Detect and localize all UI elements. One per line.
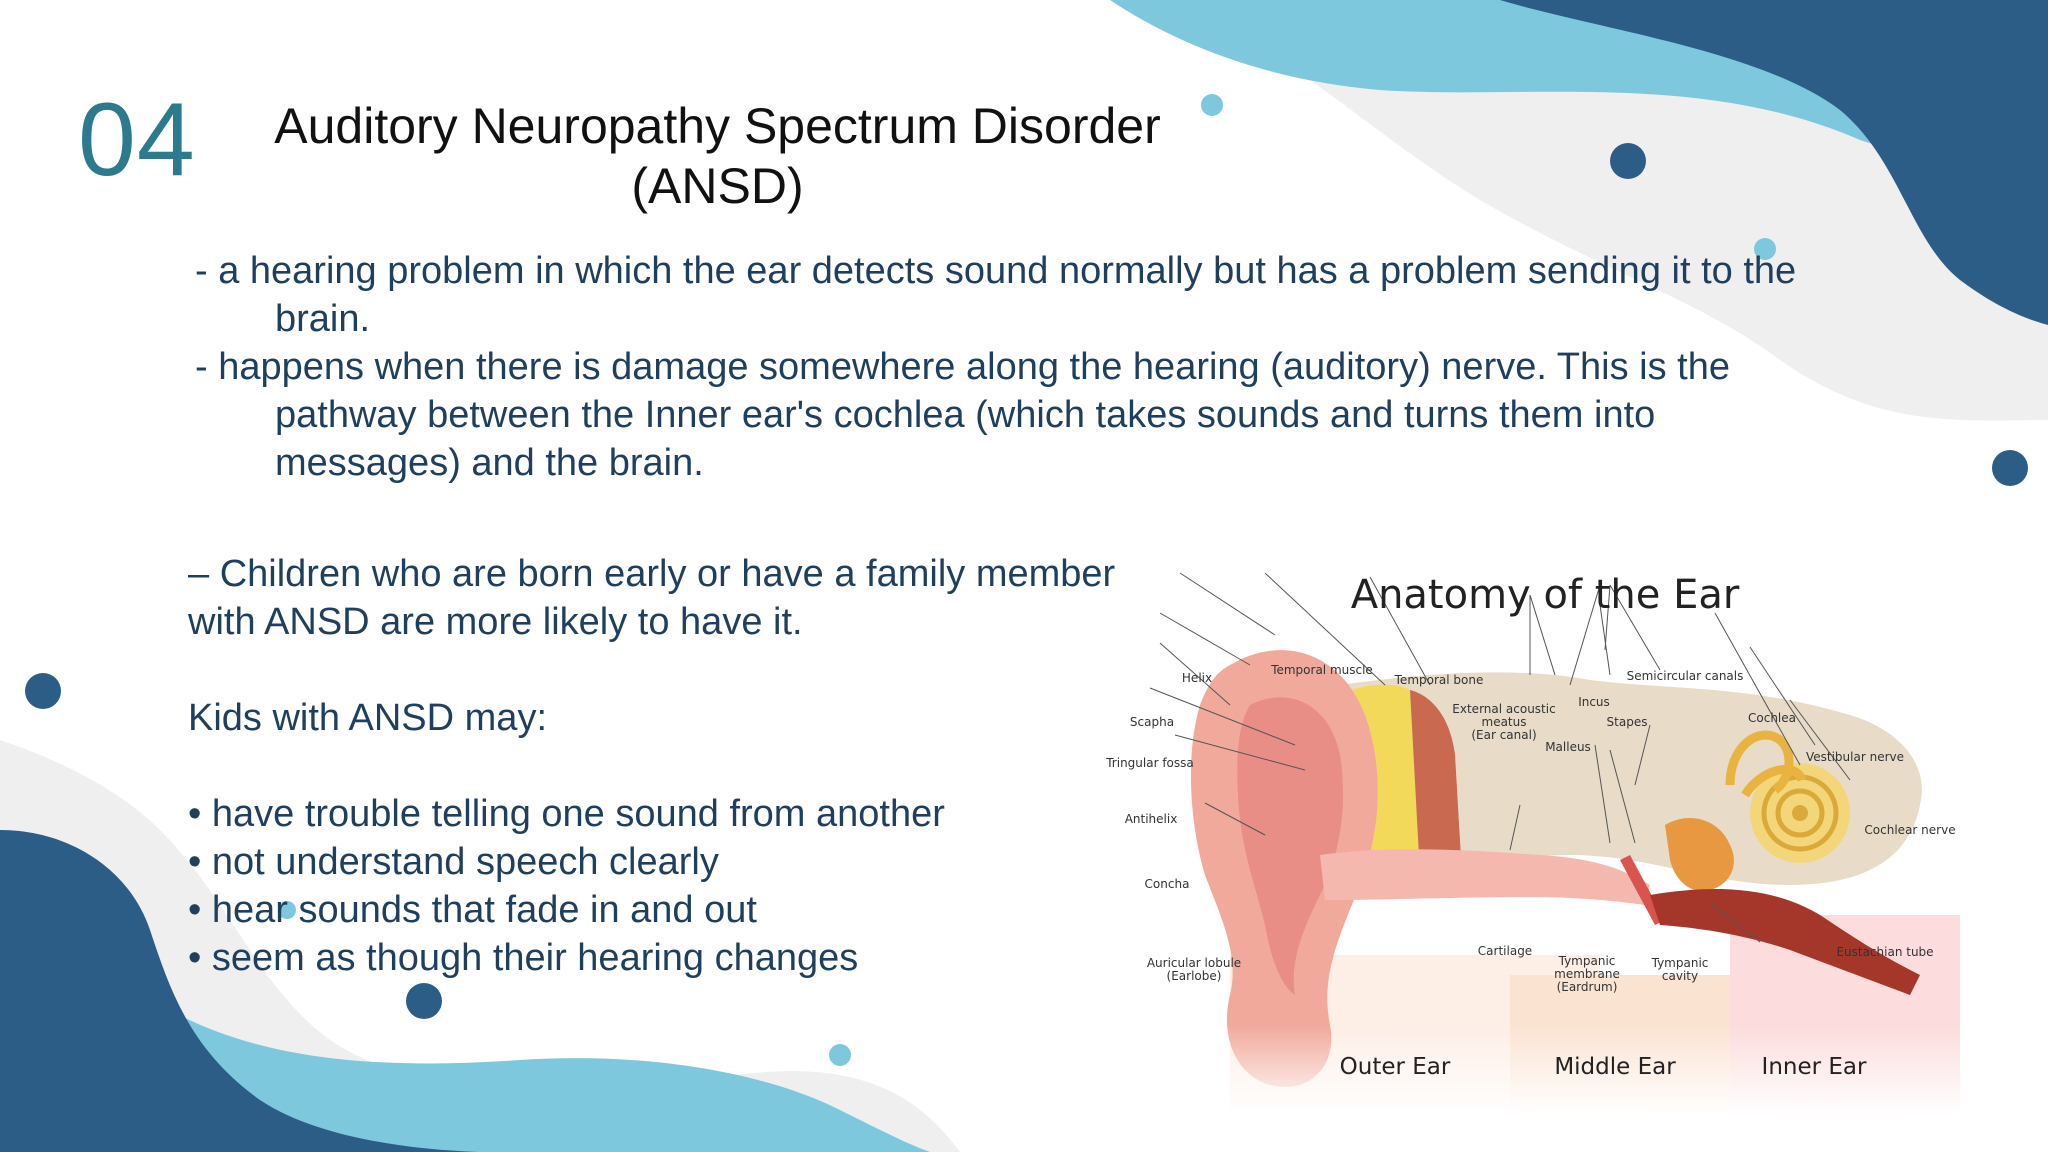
- title-line-2: (ANSD): [631, 158, 804, 214]
- slide-number: 04: [78, 82, 196, 198]
- label-malleus: Malleus: [1545, 740, 1591, 754]
- figure-title: Anatomy of the Ear: [1350, 572, 1740, 618]
- label-lobule-line-2: (Earlobe): [1166, 969, 1222, 983]
- label-tympanic-membrane-line-1: Tympanic: [1558, 954, 1616, 968]
- eustachian-tube-shape: [1650, 889, 1920, 995]
- risk-and-symptoms: – Children who are born early or have a …: [188, 550, 1188, 982]
- definition-p2-line-1: - happens when there is damage somewhere…: [195, 346, 1730, 388]
- dot-light-2: [1754, 238, 1776, 260]
- dot-dark-2: [1992, 450, 2028, 486]
- light-blue-wave-bottom-left: [170, 1010, 930, 1152]
- section-outer-ear: Outer Ear: [1339, 1054, 1451, 1080]
- label-external-meatus-line-1: External acoustic: [1452, 702, 1556, 716]
- symptom-item: • have trouble telling one sound from an…: [188, 793, 945, 835]
- dark-blue-wave-bottom-left: [0, 830, 480, 1152]
- symptom-item: • hear sounds that fade in and out: [188, 889, 757, 931]
- ear-anatomy-illustration: [1090, 572, 1970, 1115]
- label-external-meatus: External acoustic meatus (Ear canal): [1444, 703, 1564, 742]
- title-line-1: Auditory Neuropathy Spectrum Disorder: [274, 98, 1161, 154]
- label-cochlea: Cochlea: [1748, 711, 1796, 725]
- ear-canal: [1320, 849, 1650, 905]
- semicircular-canals-shape: [1725, 730, 1807, 798]
- muscle-red: [1410, 690, 1462, 875]
- label-external-meatus-line-2: meatus: [1481, 715, 1527, 729]
- label-concha: Concha: [1144, 877, 1190, 891]
- definition-p1-line-1: - a hearing problem in which the ear det…: [195, 250, 1797, 292]
- symptom-item: • not understand speech clearly: [188, 841, 719, 883]
- ossicles: [1665, 817, 1734, 891]
- label-helix: Helix: [1181, 671, 1213, 685]
- definition-p1-line-2: brain.: [275, 298, 371, 340]
- label-antihelix: Antihelix: [1124, 812, 1178, 826]
- label-scapha: Scapha: [1129, 715, 1175, 729]
- label-tympanic-membrane: Tympanic membrane (Eardrum): [1546, 955, 1628, 994]
- label-triangular-fossa: Tringular fossa: [1106, 756, 1194, 770]
- dot-dark-1: [1610, 143, 1646, 179]
- definition-paragraph-2: - happens when there is damage somewhere…: [195, 343, 1915, 487]
- dot-light-1: [1201, 94, 1223, 116]
- label-tympanic-cavity-line-2: cavity: [1661, 969, 1699, 983]
- dot-light-3: [278, 901, 296, 919]
- slide-title: Auditory Neuropathy Spectrum Disorder (A…: [255, 96, 1180, 216]
- section-inner-ear: Inner Ear: [1761, 1054, 1867, 1080]
- label-cartilage: Cartilage: [1477, 944, 1533, 958]
- label-tympanic-membrane-line-3: (Eardrum): [1556, 980, 1618, 994]
- dot-light-4: [829, 1044, 851, 1066]
- section-middle-ear: Middle Ear: [1554, 1054, 1676, 1080]
- label-auricular-lobule: Auricular lobule (Earlobe): [1136, 957, 1252, 983]
- symptoms-heading: Kids with ANSD may:: [188, 697, 547, 739]
- dot-dark-3: [25, 673, 61, 709]
- tympanic-membrane-shape: [1620, 855, 1665, 925]
- symptom-item: • seem as though their hearing changes: [188, 937, 859, 979]
- pinna-inner: [1237, 697, 1344, 995]
- label-stapes: Stapes: [1606, 715, 1648, 729]
- label-eustachian-tube: Eustachian tube: [1836, 945, 1934, 959]
- dot-dark-4: [406, 983, 442, 1019]
- label-tympanic-cavity-line-1: Tympanic: [1651, 956, 1709, 970]
- risk-line-1: – Children who are born early or have a …: [188, 553, 1116, 595]
- label-semicircular-canals: Semicircular canals: [1626, 669, 1744, 683]
- label-tympanic-membrane-line-2: membrane: [1554, 967, 1620, 981]
- definition-p2-line-3: messages) and the brain.: [275, 442, 704, 484]
- label-lobule-line-1: Auricular lobule: [1146, 956, 1242, 970]
- label-temporal-bone: Temporal bone: [1394, 673, 1484, 687]
- label-incus: Incus: [1578, 695, 1610, 709]
- label-external-meatus-line-3: (Ear canal): [1471, 728, 1537, 742]
- risk-line-2: with ANSD are more likely to have it.: [188, 601, 803, 643]
- dark-blue-wave-top-right: [1500, 0, 2048, 325]
- label-temporal-muscle: Temporal muscle: [1271, 663, 1373, 677]
- definition-p2-line-2: pathway between the Inner ear's cochlea …: [275, 394, 1656, 436]
- label-cochlear-nerve: Cochlear nerve: [1864, 823, 1956, 837]
- label-tympanic-cavity: Tympanic cavity: [1642, 957, 1718, 983]
- definition-paragraph-1: - a hearing problem in which the ear det…: [195, 247, 1915, 343]
- label-vestibular-nerve: Vestibular nerve: [1805, 750, 1904, 764]
